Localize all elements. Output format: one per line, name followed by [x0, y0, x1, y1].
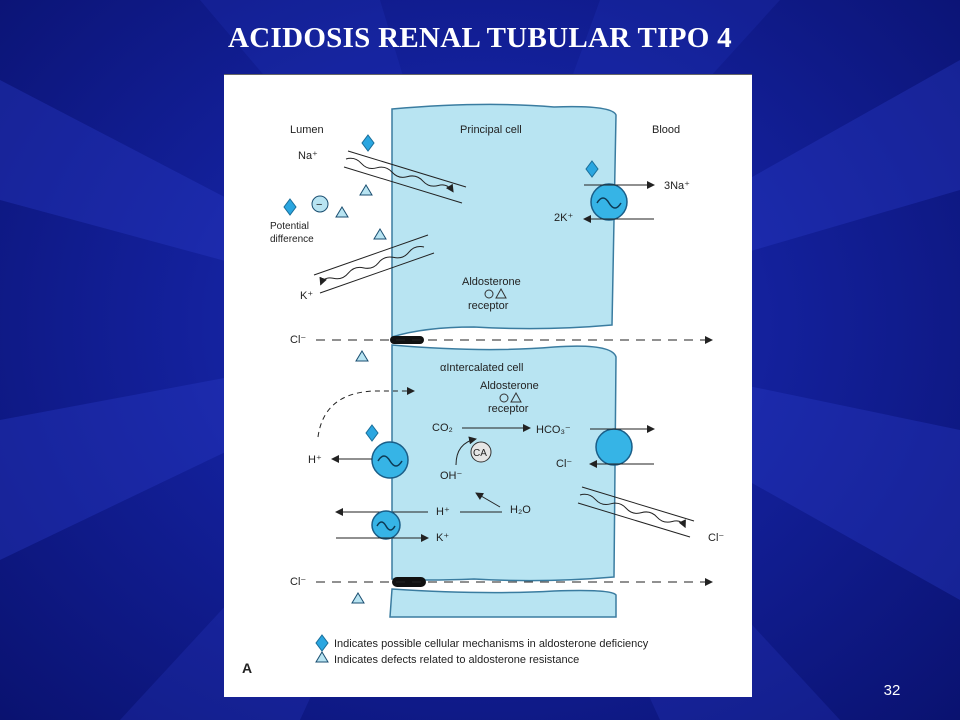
legend-diamond-text: Indicates possible cellular mechanisms i…: [334, 638, 649, 650]
oh-curve-arrow: [455, 436, 477, 466]
lower-cell-fragment: [389, 588, 617, 618]
na-channel-line-top: [347, 150, 467, 188]
label-h2o: H₂O: [510, 504, 531, 516]
label-cl-lower: Cl⁻: [290, 576, 306, 588]
legend-diamond-icon: [315, 634, 329, 652]
label-aldosterone-2: Aldosterone: [480, 380, 539, 392]
triangle-marker: [373, 228, 387, 240]
oh-link-arrow: [475, 492, 501, 508]
pump-wave-icon: [596, 197, 622, 209]
label-co2: CO₂: [432, 422, 453, 434]
label-hco3: HCO₃⁻: [536, 424, 571, 436]
tight-junction-upper: [390, 336, 424, 344]
receptor-triangle-icon: [495, 287, 507, 299]
intercalated-cell: [391, 344, 617, 582]
diamond-marker: [585, 160, 599, 178]
label-cl-blood: Cl⁻: [708, 532, 724, 544]
label-cl-exchanger: Cl⁻: [556, 458, 572, 470]
label-aldosterone-1: Aldosterone: [462, 276, 521, 288]
label-h-atpase: H⁺: [436, 506, 450, 518]
na-flux-arrow: [345, 157, 454, 193]
label-receptor-2: receptor: [488, 403, 529, 415]
feedback-dashed-arrow: [317, 387, 415, 438]
na-channel-line-bottom: [343, 166, 463, 204]
panel-letter: A: [242, 660, 252, 676]
pump-wave-icon: [376, 521, 396, 531]
renal-tubule-diagram: Lumen Principal cell Blood Na⁺ 3Na⁺ 2K⁺ …: [224, 74, 752, 697]
label-k-in-pump: 2K⁺: [554, 212, 573, 224]
diagram-canvas: Lumen Principal cell Blood Na⁺ 3Na⁺ 2K⁺ …: [242, 103, 724, 676]
triangle-marker: [335, 206, 349, 218]
label-receptor-1: receptor: [468, 300, 509, 312]
label-na-in: Na⁺: [298, 150, 318, 162]
triangle-marker: [359, 184, 373, 196]
label-potential: Potential: [270, 221, 309, 232]
negative-charge-icon: [311, 195, 329, 213]
label-blood: Blood: [652, 124, 680, 136]
diamond-marker: [361, 134, 375, 152]
receptor-circle-icon: [484, 289, 494, 299]
legend-triangle-text: Indicates defects related to aldosterone…: [334, 654, 579, 666]
cl-hco3-exchanger: [595, 428, 633, 466]
cl-channel-line-bottom: [577, 502, 691, 538]
label-principal-cell: Principal cell: [460, 124, 522, 136]
label-cl-upper: Cl⁻: [290, 334, 306, 346]
label-na-out: 3Na⁺: [664, 180, 690, 192]
label-intercalated-cell: αIntercalated cell: [440, 362, 523, 374]
principal-cell: [391, 103, 617, 339]
diamond-marker: [283, 198, 297, 216]
k-flux-arrow: [319, 246, 425, 286]
carbonic-anhydrase-icon: [470, 441, 492, 463]
label-h-pump: H⁺: [308, 454, 322, 466]
k-channel-line-top: [313, 234, 429, 276]
receptor-circle-icon: [499, 393, 509, 403]
cl-channel-line-top: [581, 486, 695, 522]
label-oh: OH⁻: [440, 470, 463, 482]
page-number: 32: [883, 682, 901, 699]
legend-triangle-icon: [315, 651, 329, 663]
tight-junction-lower: [392, 577, 426, 587]
label-difference: difference: [270, 234, 314, 245]
label-minus: −: [316, 199, 322, 211]
receptor-triangle-icon: [510, 391, 522, 403]
label-k-secreted: K⁺: [300, 290, 313, 302]
triangle-marker: [351, 592, 365, 604]
triangle-marker: [355, 350, 369, 362]
diamond-marker: [365, 424, 379, 442]
label-lumen: Lumen: [290, 124, 324, 136]
k-channel-line-bottom: [319, 252, 435, 294]
label-ca: CA: [473, 448, 487, 459]
cl-flux-arrow: [579, 493, 686, 529]
pump-wave-icon: [377, 455, 403, 467]
slide-title: ACIDOSIS RENAL TUBULAR TIPO 4: [228, 22, 732, 54]
label-k-atpase: K⁺: [436, 532, 449, 544]
